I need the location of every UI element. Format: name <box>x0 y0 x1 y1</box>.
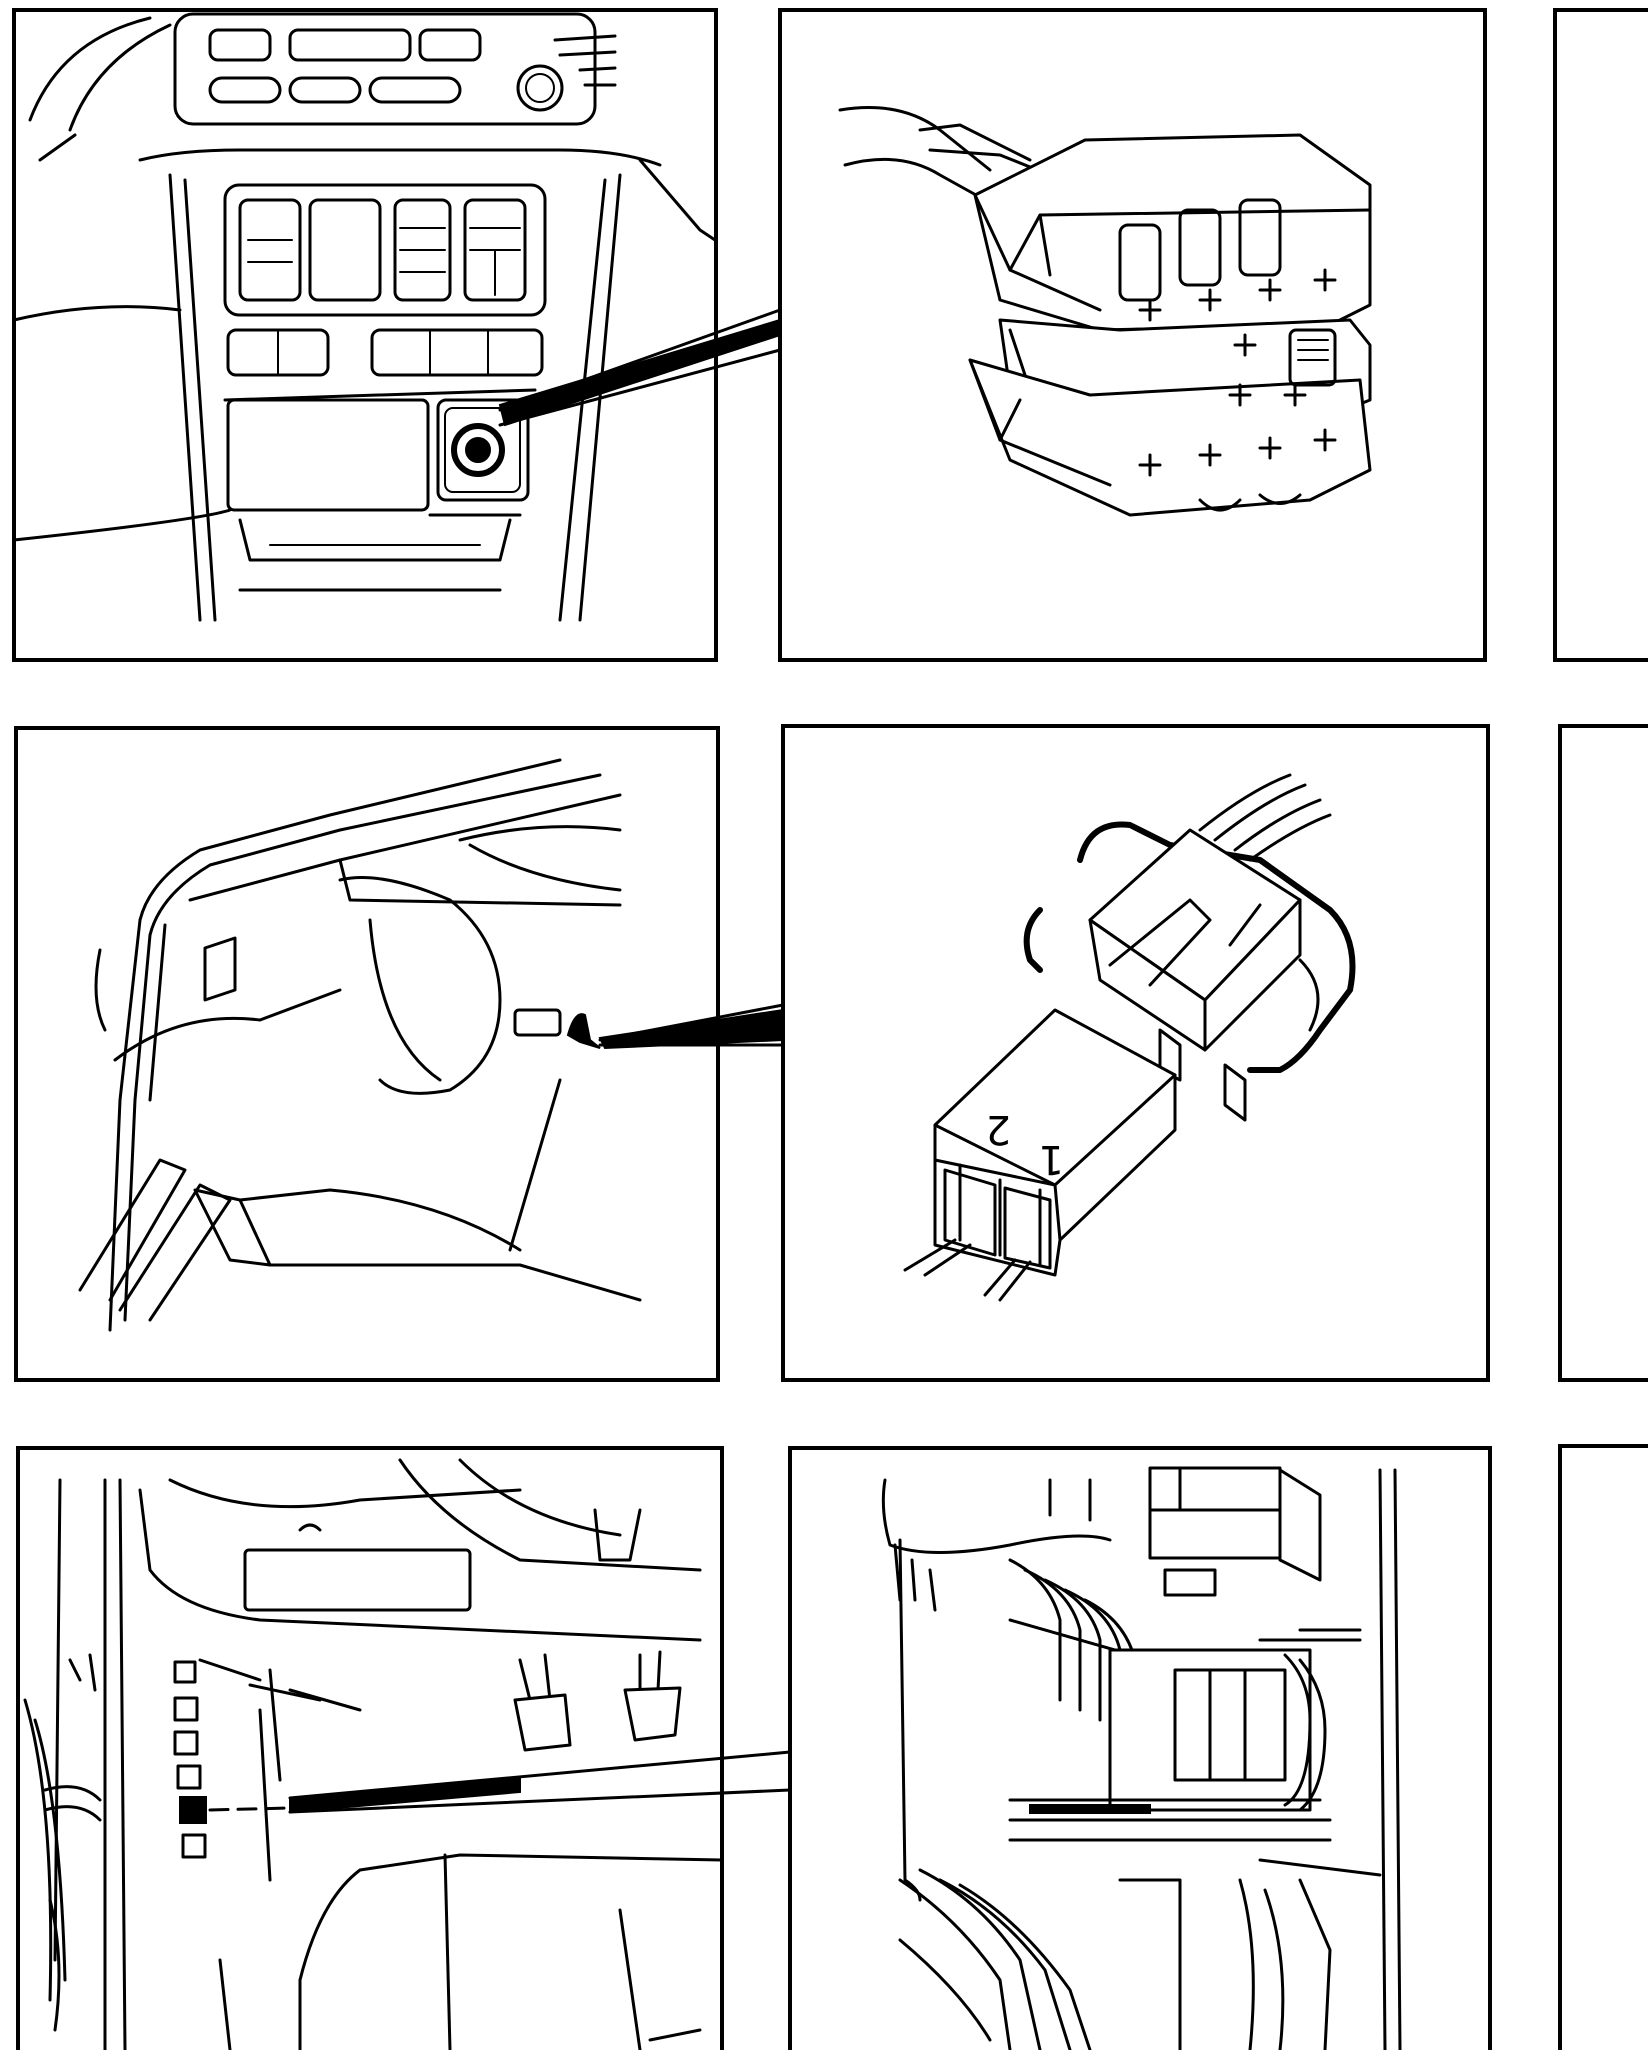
pin-label-2: 2 <box>986 1106 1011 1152</box>
pointer-trunk-to-connector <box>598 1003 785 1050</box>
panel-2-pin-connector: 2 1 <box>781 724 1490 1382</box>
panel-footwell <box>16 1446 724 2050</box>
panel-cropped-right-2 <box>1558 724 1648 1382</box>
pin-label-1: 1 <box>1039 1136 1064 1182</box>
panel-trunk-interior <box>14 726 720 1382</box>
panel-cropped-right-3 <box>1558 1444 1648 2050</box>
panel-connector-block <box>788 1446 1492 2050</box>
panel-12-pin-connector <box>778 8 1487 662</box>
panel-cropped-right-1 <box>1553 8 1648 662</box>
pointer-footwell-to-connector <box>208 1750 792 1814</box>
pointer-console-to-connector <box>498 308 782 427</box>
panel-center-console <box>12 8 718 662</box>
